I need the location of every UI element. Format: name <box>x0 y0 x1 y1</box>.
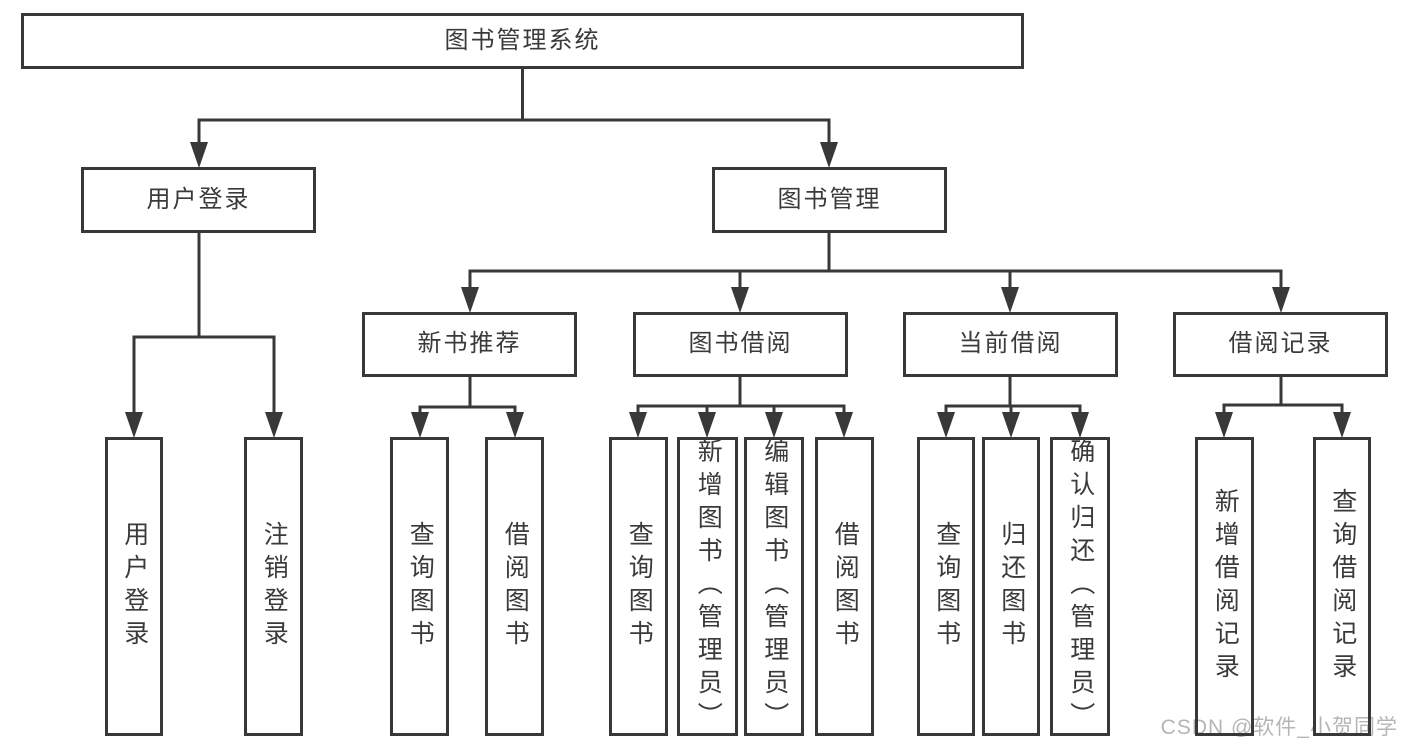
leaf-recommend-borrow-books: 借阅图书 <box>485 437 544 736</box>
node-library-management-system-label: 图书管理系统 <box>444 26 601 54</box>
leaf-return-books-label: 归还图书 <box>997 520 1026 653</box>
arrowheads <box>125 142 1351 438</box>
node-user-login-branch: 用户登录 <box>81 167 316 233</box>
leaf-logout-label: 注销登录 <box>260 520 289 653</box>
leaf-edit-books-admin: 编辑图书（管理员） <box>744 437 804 736</box>
leaf-edit-books-admin-label: 编辑图书（管理员） <box>760 438 789 735</box>
node-new-book-recommend: 新书推荐 <box>362 312 577 377</box>
node-book-management-branch-label: 图书管理 <box>777 185 882 213</box>
node-book-management-branch: 图书管理 <box>712 167 947 233</box>
leaf-current-query-books: 查询图书 <box>917 437 975 736</box>
node-book-borrow-label: 图书借阅 <box>688 330 793 358</box>
leaf-query-borrow-record: 查询借阅记录 <box>1313 437 1371 736</box>
leaf-borrow-books-label: 借阅图书 <box>831 520 860 653</box>
leaf-user-login: 用户登录 <box>105 437 163 736</box>
leaf-borrow-books: 借阅图书 <box>815 437 874 736</box>
leaf-return-books: 归还图书 <box>982 437 1040 736</box>
leaf-confirm-return-admin-label: 确认归还（管理员） <box>1066 438 1095 735</box>
leaf-recommend-query-books: 查询图书 <box>390 437 449 736</box>
node-book-borrow: 图书借阅 <box>633 312 848 377</box>
leaf-confirm-return-admin: 确认归还（管理员） <box>1050 437 1110 736</box>
leaf-borrow-query-books: 查询图书 <box>609 437 668 736</box>
leaf-recommend-query-books-label: 查询图书 <box>406 520 435 653</box>
node-user-login-branch-label: 用户登录 <box>146 185 251 213</box>
leaf-add-books-admin: 新增图书（管理员） <box>677 437 738 736</box>
node-library-management-system: 图书管理系统 <box>21 13 1024 69</box>
leaf-current-query-books-label: 查询图书 <box>932 520 961 653</box>
node-borrow-records: 借阅记录 <box>1173 312 1388 377</box>
node-current-borrow: 当前借阅 <box>903 312 1118 377</box>
leaf-add-borrow-record-label: 新增借阅记录 <box>1211 487 1240 686</box>
leaf-recommend-borrow-books-label: 借阅图书 <box>501 520 530 653</box>
node-borrow-records-label: 借阅记录 <box>1228 330 1333 358</box>
leaf-borrow-query-books-label: 查询图书 <box>625 520 654 653</box>
leaf-logout: 注销登录 <box>244 437 303 736</box>
leaf-query-borrow-record-label: 查询借阅记录 <box>1328 487 1357 686</box>
leaf-add-books-admin-label: 新增图书（管理员） <box>694 438 723 735</box>
node-current-borrow-label: 当前借阅 <box>958 330 1063 358</box>
leaf-add-borrow-record: 新增借阅记录 <box>1195 437 1254 736</box>
leaf-user-login-label: 用户登录 <box>120 520 149 653</box>
node-new-book-recommend-label: 新书推荐 <box>417 330 522 358</box>
